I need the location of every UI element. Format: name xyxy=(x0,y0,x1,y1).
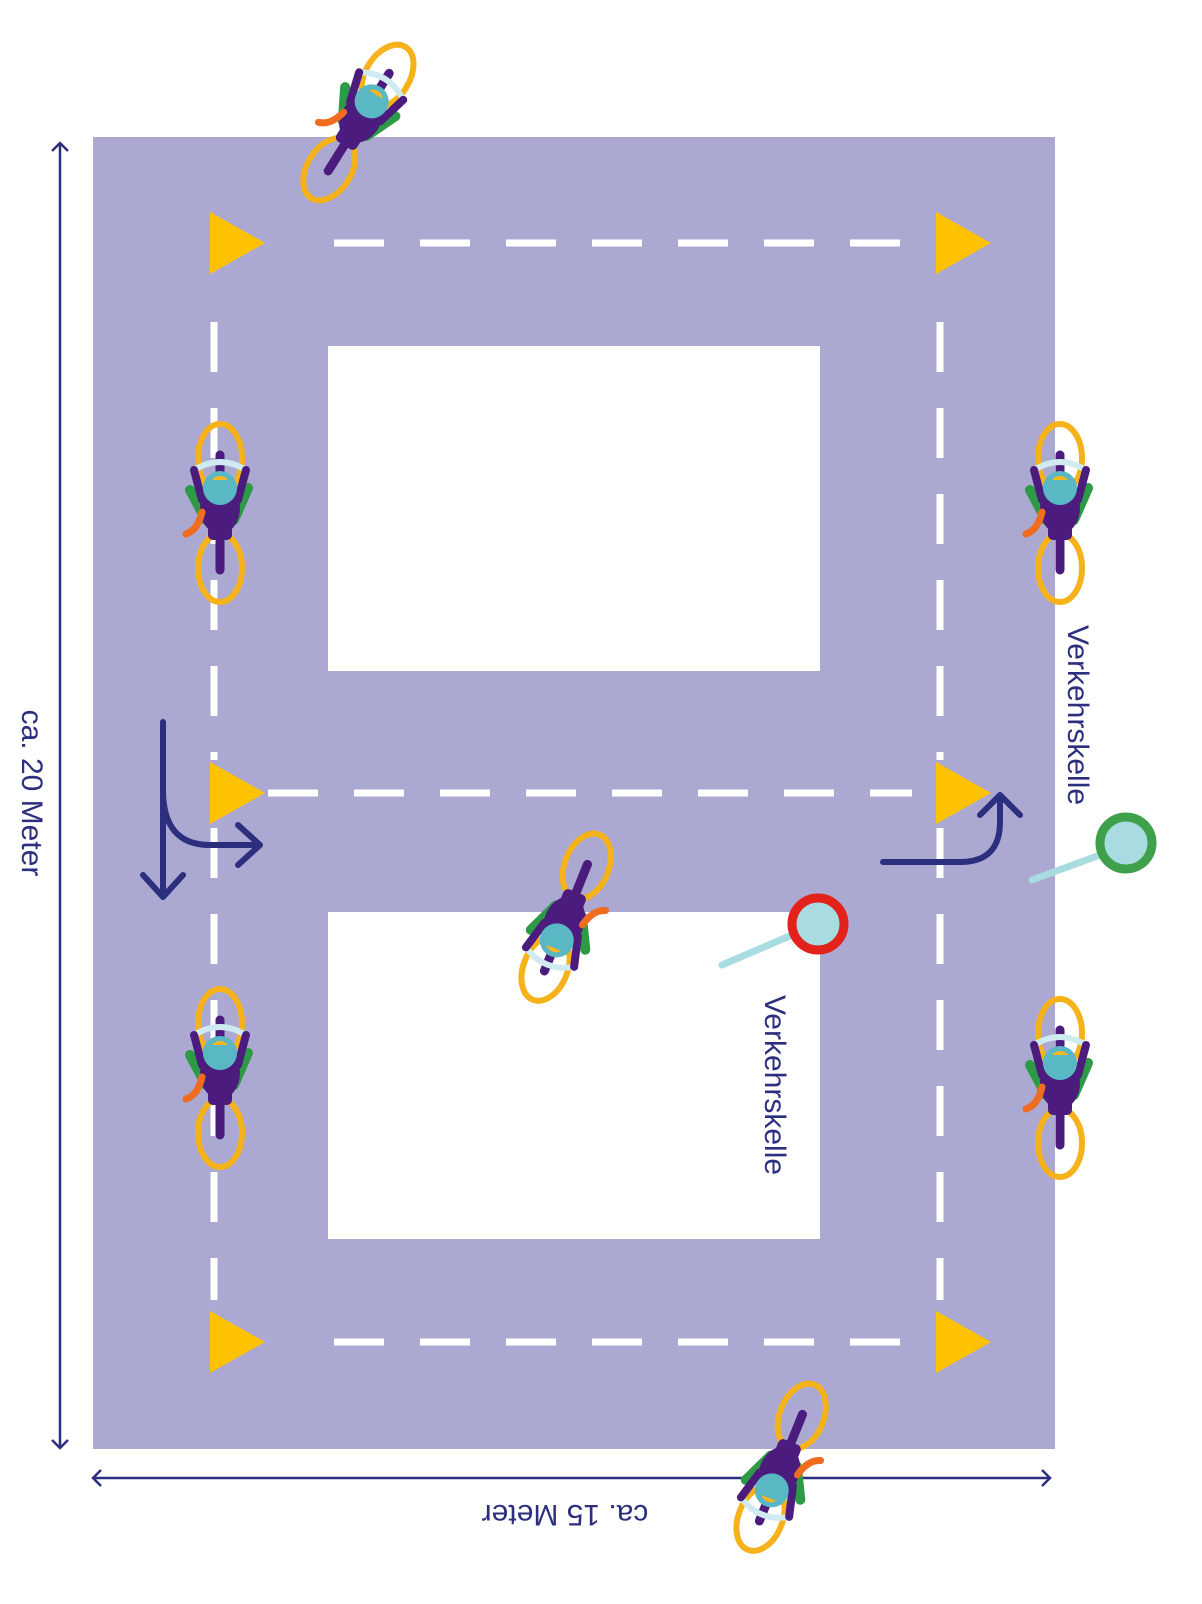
cones xyxy=(210,212,991,1373)
cone-icon xyxy=(210,1311,265,1373)
cone-icon xyxy=(210,212,265,274)
width-dimension-label: ca. 15 Meter xyxy=(482,1498,649,1531)
turn-arrow-icon xyxy=(880,792,1023,865)
cone-icon xyxy=(210,762,265,824)
paddle-label-red: Verkehrskelle xyxy=(758,995,791,1175)
paddle-label-green: Verkehrskelle xyxy=(1061,625,1094,805)
lane-markings xyxy=(210,239,944,1346)
inner-block-top xyxy=(328,346,820,671)
cone-icon xyxy=(936,212,991,274)
height-dimension-label: ca. 20 Meter xyxy=(15,710,48,877)
turn-arrow-icon xyxy=(140,719,263,900)
cone-icon xyxy=(936,1311,991,1373)
traffic-paddle-icon xyxy=(718,893,849,969)
cone-icon xyxy=(936,762,991,824)
traffic-paddle-icon xyxy=(1028,812,1157,884)
